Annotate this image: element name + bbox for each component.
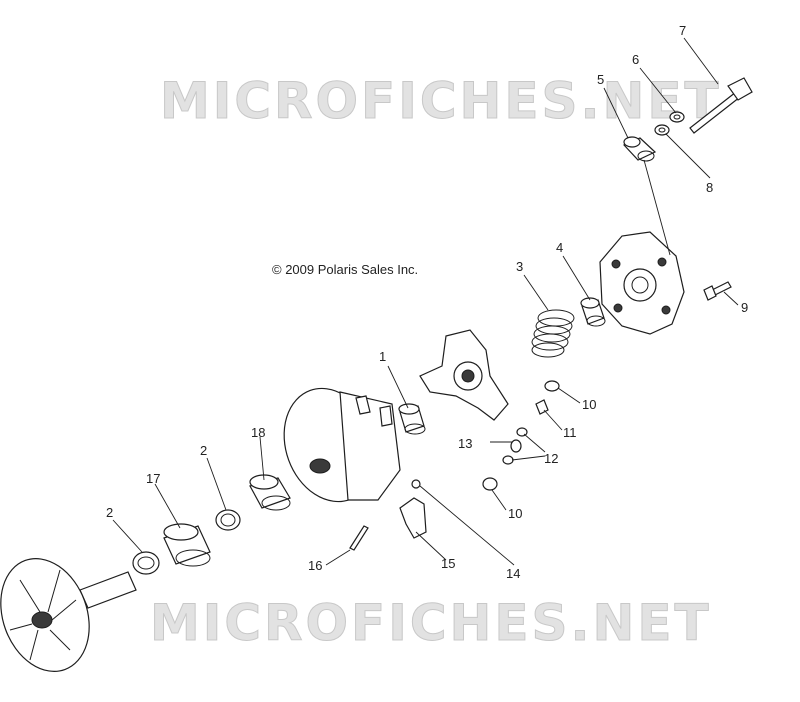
part-10-slider-lower bbox=[482, 477, 498, 491]
spider-assembly bbox=[419, 329, 509, 421]
callout-2-lower: 2 bbox=[106, 505, 113, 520]
part-1-bushing bbox=[398, 403, 426, 435]
callout-10-upper: 10 bbox=[582, 397, 596, 412]
callout-8: 8 bbox=[706, 180, 713, 195]
callouts: 1 2 2 3 4 5 6 7 8 9 10 10 11 12 13 14 15… bbox=[106, 23, 748, 581]
copyright-notice: © 2009 Polaris Sales Inc. bbox=[272, 262, 418, 277]
movable-sheave bbox=[283, 387, 401, 503]
part-2-washer-lower bbox=[132, 551, 160, 575]
callout-3: 3 bbox=[516, 259, 523, 274]
callout-7: 7 bbox=[679, 23, 686, 38]
fixed-sheave bbox=[0, 558, 137, 672]
callout-9: 9 bbox=[741, 300, 748, 315]
part-17-sleeve bbox=[163, 523, 211, 567]
watermark-bottom: MICROFICHES.NET bbox=[150, 594, 712, 652]
part-7-bolt bbox=[689, 77, 753, 134]
callout-15: 15 bbox=[441, 556, 455, 571]
callout-11: 11 bbox=[563, 425, 577, 440]
callout-17: 17 bbox=[146, 471, 160, 486]
callout-10-lower: 10 bbox=[508, 506, 522, 521]
callout-16: 16 bbox=[308, 558, 322, 573]
driven-clutch-cover bbox=[599, 231, 685, 335]
part-3-spring bbox=[531, 309, 575, 358]
part-4-bearing bbox=[580, 297, 606, 327]
callout-6: 6 bbox=[632, 52, 639, 67]
part-14-nut bbox=[411, 479, 421, 489]
part-10-slider-upper bbox=[544, 380, 560, 392]
part-15-roller-arm bbox=[399, 497, 427, 539]
callout-2-upper: 2 bbox=[200, 443, 207, 458]
part-13-spring-clip bbox=[510, 439, 522, 453]
part-16-pin bbox=[349, 525, 369, 551]
callout-4: 4 bbox=[556, 240, 563, 255]
part-9-bolt bbox=[703, 281, 732, 301]
callout-1: 1 bbox=[379, 349, 386, 364]
callout-12: 12 bbox=[544, 451, 558, 466]
part-18-bushing bbox=[249, 474, 291, 511]
callout-18: 18 bbox=[251, 425, 265, 440]
part-2-washer-upper bbox=[215, 509, 241, 531]
callout-5: 5 bbox=[597, 72, 604, 87]
callout-14: 14 bbox=[506, 566, 520, 581]
leader-lines bbox=[112, 37, 739, 566]
part-8-washer bbox=[654, 124, 670, 136]
part-6-washer bbox=[669, 111, 685, 123]
watermark-top: MICROFICHES.NET bbox=[160, 72, 722, 130]
callout-13: 13 bbox=[458, 436, 472, 451]
part-5-bushing bbox=[622, 136, 657, 162]
